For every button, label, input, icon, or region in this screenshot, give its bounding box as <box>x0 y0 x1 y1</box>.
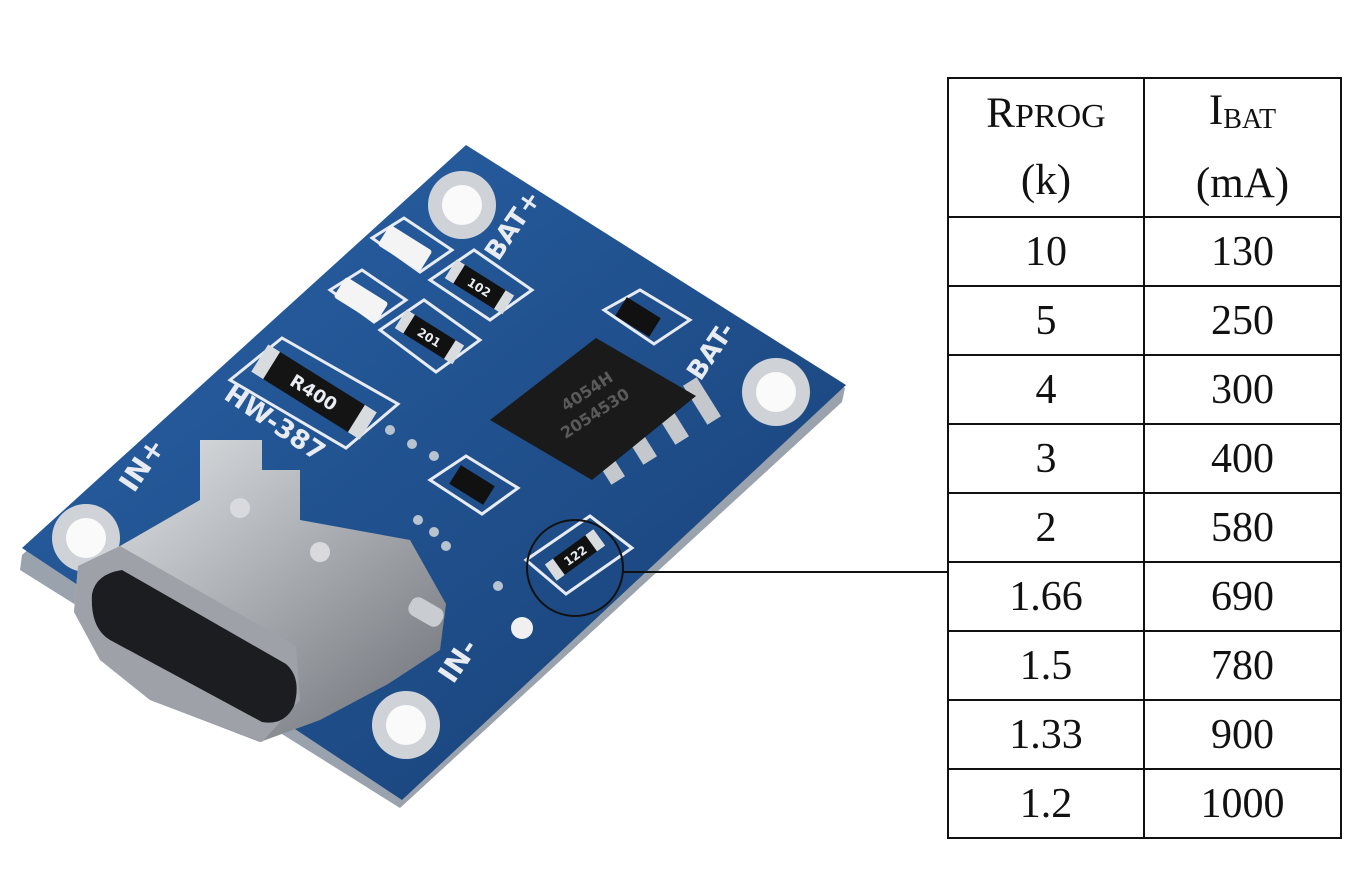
cell-ibat: 250 <box>1143 285 1342 356</box>
header-rprog-main: R <box>986 90 1015 137</box>
cell-rprog: 4 <box>947 354 1145 425</box>
capacitor-2 <box>449 465 495 505</box>
mounting-hole-top <box>428 171 496 239</box>
callout-line <box>622 571 950 573</box>
resistor-122: 122 <box>544 529 606 581</box>
cell-rprog: 1.33 <box>947 699 1145 770</box>
cell-ibat: 900 <box>1143 699 1342 770</box>
capacitor <box>615 297 661 337</box>
cell-ibat: 780 <box>1143 630 1342 701</box>
header-ibat-sub: BAT <box>1223 104 1277 135</box>
led-1 <box>378 225 432 271</box>
mounting-hole-right <box>742 358 810 426</box>
cell-ibat: 300 <box>1143 354 1342 425</box>
header-rprog-unit: (k) <box>1020 157 1072 204</box>
pcb-board-illustration: 102 201 R400 122 4054H 2054530 BAT+ BAT-… <box>20 145 846 808</box>
cell-ibat: 690 <box>1143 561 1342 632</box>
header-ibat: IBAT (mA) <box>1143 77 1342 218</box>
cell-ibat: 400 <box>1143 423 1342 494</box>
cell-rprog: 1.2 <box>947 768 1145 839</box>
header-ibat-unit: (mA) <box>1195 160 1290 207</box>
cell-ibat: 1000 <box>1143 768 1342 839</box>
cell-ibat: 580 <box>1143 492 1342 563</box>
cell-rprog: 1.5 <box>947 630 1145 701</box>
cell-rprog: 2 <box>947 492 1145 563</box>
header-rprog: RPROG (k) <box>947 77 1145 218</box>
mounting-hole-bottom <box>372 691 440 759</box>
cell-ibat: 130 <box>1143 216 1342 287</box>
cell-rprog: 5 <box>947 285 1145 356</box>
header-rprog-small: PROG <box>1014 98 1106 135</box>
header-ibat-main: I <box>1208 87 1224 134</box>
led-2 <box>334 277 388 323</box>
charger-ic-chip <box>490 338 696 480</box>
usb-c-connector <box>74 440 446 742</box>
cell-rprog: 3 <box>947 423 1145 494</box>
cell-rprog: 10 <box>947 216 1145 287</box>
table-header-row: RPROG (k) IBAT (mA) <box>947 77 1342 218</box>
resistor-102: 102 <box>444 259 515 315</box>
callout-circle <box>526 519 624 617</box>
cell-rprog: 1.66 <box>947 561 1145 632</box>
